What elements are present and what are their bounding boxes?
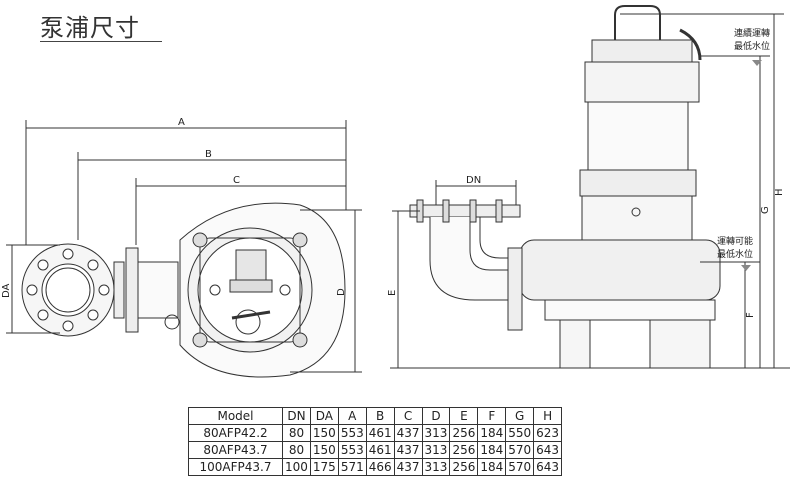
cell: 553 bbox=[337, 441, 367, 459]
cell-model: 80AFP42.2 bbox=[188, 424, 283, 442]
pump-side-view: DN E F G H 連續運轉 最低水位 運轉可能 最低水位 bbox=[387, 5, 790, 369]
cell: 643 bbox=[533, 458, 563, 476]
cell: 313 bbox=[421, 441, 451, 459]
table-header-row: Model DN DA A B C D E F G H bbox=[188, 407, 563, 425]
table-row: 80AFP43.7 80 150 553 461 437 313 256 184… bbox=[188, 441, 563, 459]
dim-label-da: DA bbox=[1, 283, 12, 298]
dim-label-a: A bbox=[178, 117, 185, 128]
cell: 256 bbox=[449, 458, 479, 476]
cell-model: 100AFP43.7 bbox=[188, 458, 283, 476]
cell: 553 bbox=[337, 424, 367, 442]
cell: 80 bbox=[282, 441, 311, 459]
cell: 175 bbox=[309, 458, 339, 476]
header-c: C bbox=[393, 407, 423, 425]
cell: 184 bbox=[477, 441, 507, 459]
cell: 256 bbox=[449, 441, 479, 459]
cell: 623 bbox=[533, 424, 563, 442]
dim-label-e: E bbox=[387, 290, 398, 296]
page-title: 泵浦尺寸 bbox=[40, 14, 140, 42]
dim-lines-left bbox=[6, 120, 362, 373]
header-da: DA bbox=[309, 407, 339, 425]
cell: 256 bbox=[449, 424, 479, 442]
operable-run-note-line2: 最低水位 bbox=[717, 248, 753, 260]
pump-top-view: A B C D DA bbox=[1, 117, 362, 378]
cell: 461 bbox=[365, 441, 395, 459]
cell: 150 bbox=[309, 441, 339, 459]
header-model: Model bbox=[188, 407, 283, 425]
continuous-run-note-line2: 最低水位 bbox=[734, 40, 770, 52]
dim-label-f: F bbox=[745, 312, 756, 318]
continuous-run-note-line1: 連續運轉 bbox=[734, 27, 770, 39]
dim-label-g: G bbox=[760, 206, 771, 214]
dim-label-d: D bbox=[336, 288, 347, 296]
dim-label-h: H bbox=[774, 188, 785, 196]
table-row: 80AFP42.2 80 150 553 461 437 313 256 184… bbox=[188, 424, 563, 442]
header-a: A bbox=[337, 407, 367, 425]
cell: 150 bbox=[309, 424, 339, 442]
cell: 184 bbox=[477, 424, 507, 442]
header-h: H bbox=[533, 407, 563, 425]
cell: 550 bbox=[505, 424, 535, 442]
cell: 437 bbox=[393, 441, 423, 459]
cell: 571 bbox=[337, 458, 367, 476]
dim-label-c: C bbox=[233, 175, 240, 186]
cell: 313 bbox=[421, 458, 451, 476]
cell: 184 bbox=[477, 458, 507, 476]
header-g: G bbox=[505, 407, 535, 425]
cell: 643 bbox=[533, 441, 563, 459]
title-underline bbox=[40, 41, 162, 42]
cell: 437 bbox=[393, 458, 423, 476]
header-f: F bbox=[477, 407, 507, 425]
dim-lines-right bbox=[390, 13, 790, 369]
cell: 570 bbox=[505, 441, 535, 459]
dimensions-table: Model DN DA A B C D E F G H 80AFP42.2 80… bbox=[188, 407, 563, 476]
cell-model: 80AFP43.7 bbox=[188, 441, 283, 459]
cell: 100 bbox=[282, 458, 311, 476]
header-e: E bbox=[449, 407, 479, 425]
table-row: 100AFP43.7 100 175 571 466 437 313 256 1… bbox=[188, 458, 563, 476]
cell: 313 bbox=[421, 424, 451, 442]
dim-label-dn: DN bbox=[466, 175, 481, 186]
cell: 80 bbox=[282, 424, 311, 442]
cell: 466 bbox=[365, 458, 395, 476]
operable-run-note-line1: 運轉可能 bbox=[717, 235, 753, 247]
cell: 461 bbox=[365, 424, 395, 442]
header-b: B bbox=[365, 407, 395, 425]
header-dn: DN bbox=[282, 407, 311, 425]
cell: 570 bbox=[505, 458, 535, 476]
cell: 437 bbox=[393, 424, 423, 442]
header-d: D bbox=[421, 407, 451, 425]
dim-label-b: B bbox=[205, 149, 212, 160]
